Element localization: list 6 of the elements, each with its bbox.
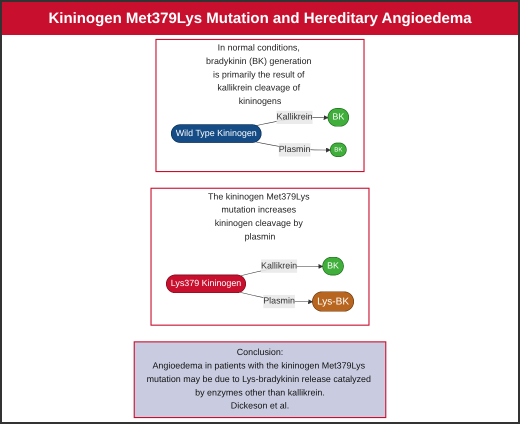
node-box: Conclusion: Angioedema in patients with the kininogen Met379Lys mutation may be due to Lys-bradykinin release catalyzed by enzymes other than kallikrein. Dickeson et al. bbox=[134, 341, 386, 418]
edge-label: Kallikrein bbox=[276, 112, 313, 122]
title-banner: Kininogen Met379Lys Mutation and Hereditary Angioedema bbox=[2, 2, 518, 35]
edge-label: Kallikrein bbox=[261, 261, 298, 271]
edge-label: Plasmin bbox=[263, 296, 295, 306]
edge-label: Plasmin bbox=[278, 144, 310, 154]
